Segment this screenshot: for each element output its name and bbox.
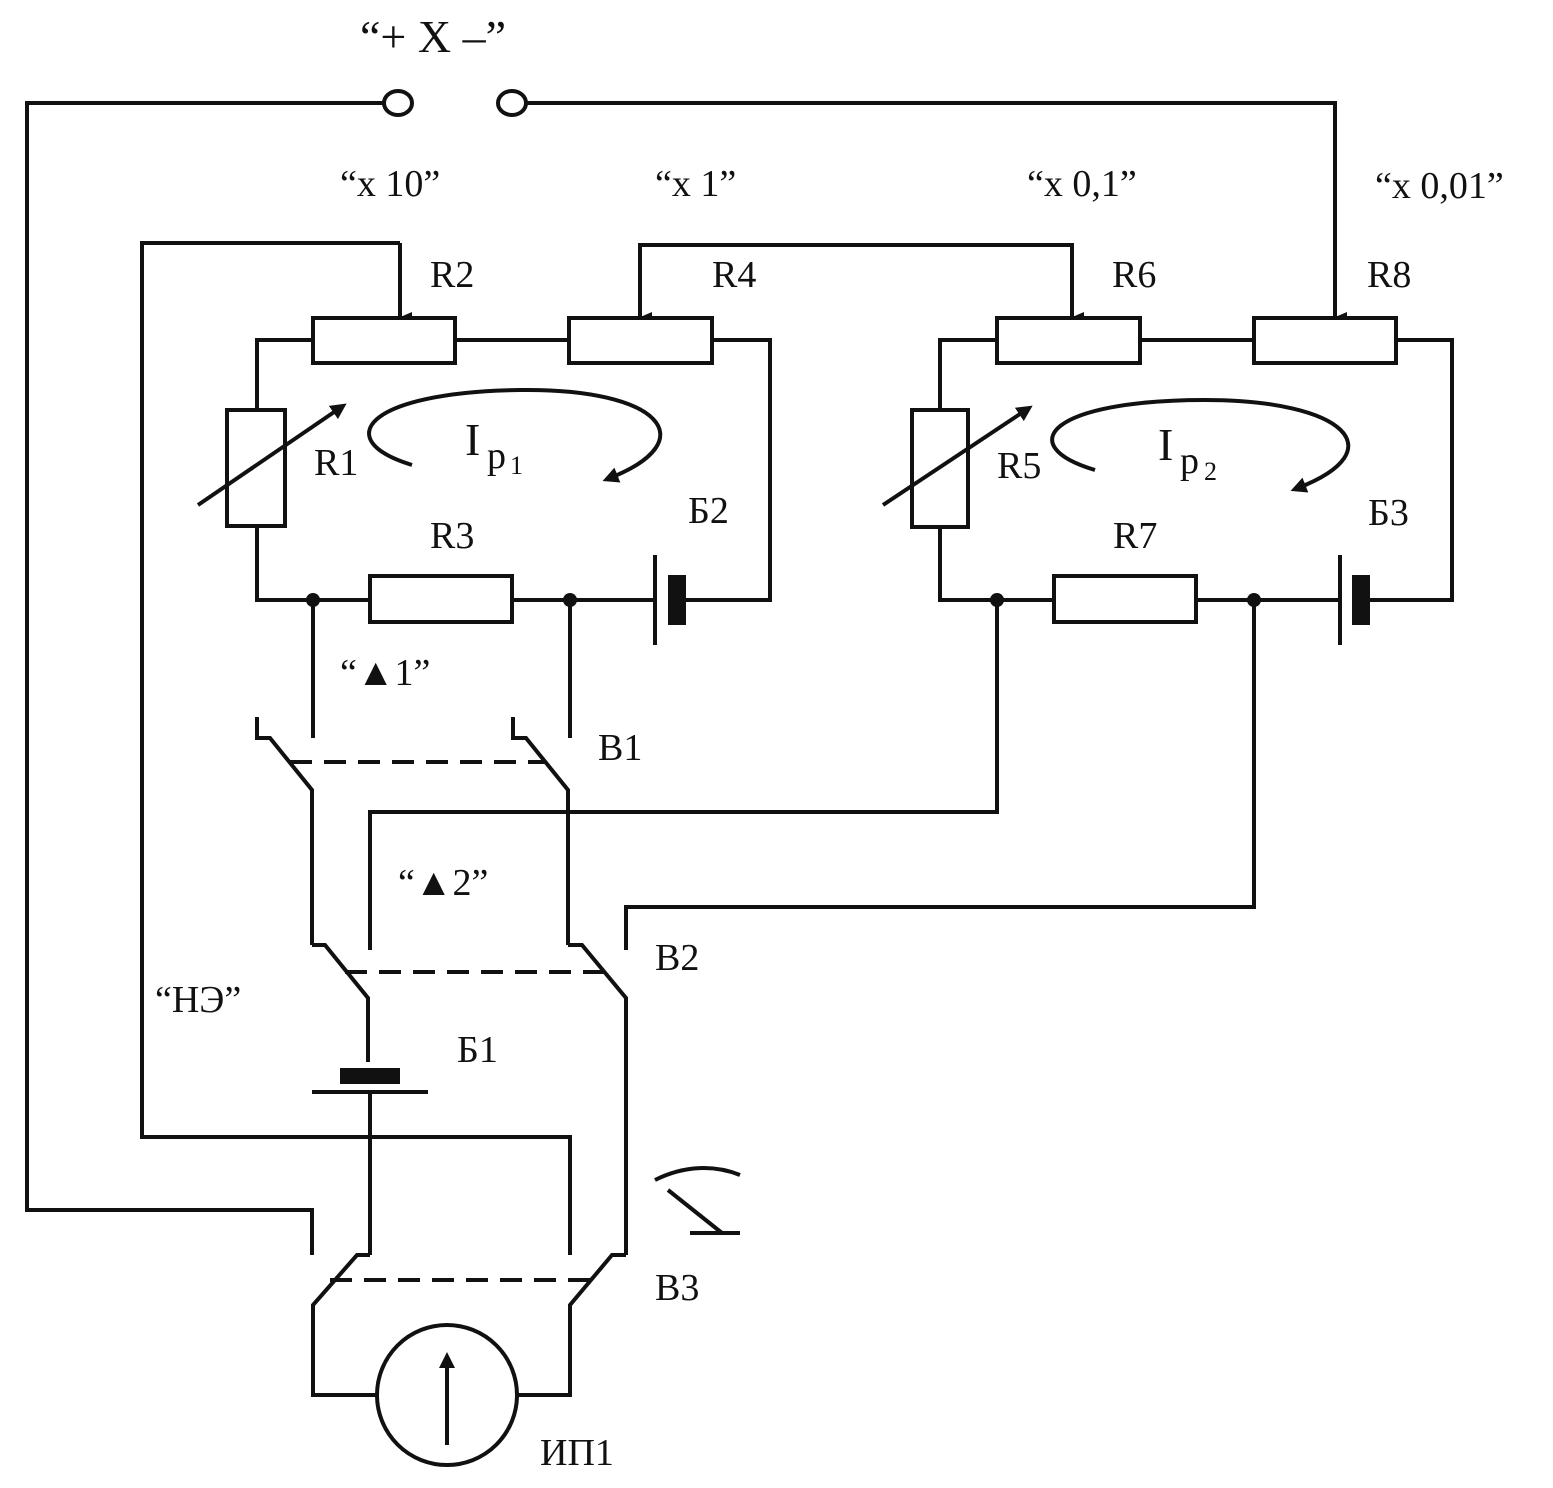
current-loop-ip1: [367, 387, 662, 483]
label-v1: В1: [598, 727, 642, 769]
resistor-r2: [311, 316, 457, 365]
meter-scale-icon: [654, 1166, 741, 1235]
label-r1: R1: [314, 442, 358, 484]
terminal-plus: [382, 89, 414, 117]
label-v3: В3: [655, 1267, 699, 1309]
label-b2: Б2: [688, 490, 729, 532]
r5-variable-arrow: [881, 405, 1033, 507]
right-loop-top: [938, 338, 997, 410]
label-b3: Б3: [1368, 492, 1409, 534]
v1-left-blade: [255, 717, 314, 945]
wire-ne: [140, 241, 572, 1255]
wire-r7-left-to-v2: [368, 600, 999, 950]
v2-right-blade: [568, 943, 628, 1255]
label-r3: R3: [430, 515, 474, 557]
label-v2: В2: [655, 937, 699, 979]
right-loop-bottom-left: [938, 527, 1054, 602]
label-ip1: ИП1: [540, 1432, 614, 1474]
meter-ip1: [375, 1323, 519, 1467]
terminal-minus: [496, 89, 528, 117]
resistor-r3: [368, 574, 514, 624]
range-x001: “x 0,01”: [1375, 165, 1504, 207]
current-loop-ip2: [1050, 397, 1351, 493]
range-x01: “x 0,1”: [1027, 163, 1137, 205]
current-ip2-label: I p 2: [1158, 419, 1217, 486]
resistor-r4: [567, 316, 714, 365]
resistor-r1: [225, 408, 287, 528]
wire-minus-to-r8: [526, 101, 1337, 300]
resistor-r7: [1052, 574, 1198, 624]
label-r2: R2: [430, 254, 474, 296]
label-r4: R4: [712, 254, 756, 296]
battery-b1-cell: [340, 1068, 400, 1084]
v1-right-blade: [511, 717, 570, 945]
battery-b2-cell: [668, 575, 686, 625]
left-loop-right: [686, 338, 772, 602]
terminals-label: “+ X –”: [360, 11, 506, 62]
wire-r7-right-to-v2: [624, 600, 1256, 950]
v3-left-blade: [311, 1253, 377, 1397]
svg-text:I: I: [1158, 419, 1173, 470]
svg-text:I: I: [465, 414, 480, 465]
left-loop-top: [255, 338, 313, 410]
right-loop-right: [1368, 338, 1454, 602]
wire-r4-r6: [638, 243, 1074, 300]
svg-text:p: p: [487, 435, 506, 477]
wire-plus-outer: [25, 101, 384, 1255]
resistor-r8: [1252, 316, 1398, 365]
r1-variable-arrow: [196, 403, 347, 507]
battery-b3-cell: [1352, 575, 1370, 625]
range-x10: “x 10”: [340, 163, 440, 205]
label-r6: R6: [1112, 254, 1156, 296]
v3-right-blade: [516, 1253, 626, 1397]
resistor-r6: [995, 316, 1142, 365]
mode-ne-label: “НЭ”: [155, 979, 241, 1021]
mode-delta1-label: “▲1”: [340, 652, 430, 694]
label-b1: Б1: [457, 1029, 498, 1071]
current-ip1-label: I p 1: [465, 414, 523, 480]
svg-text:1: 1: [510, 451, 523, 480]
svg-text:p: p: [1180, 440, 1199, 482]
left-loop-bottom-left: [255, 526, 370, 602]
label-r5: R5: [997, 445, 1041, 487]
v2-left-blade: [312, 943, 370, 1062]
svg-text:2: 2: [1204, 457, 1217, 486]
label-r8: R8: [1367, 254, 1411, 296]
range-x1: “x 1”: [655, 163, 736, 205]
label-r7: R7: [1113, 515, 1157, 557]
mode-delta2-label: “▲2”: [398, 862, 488, 904]
